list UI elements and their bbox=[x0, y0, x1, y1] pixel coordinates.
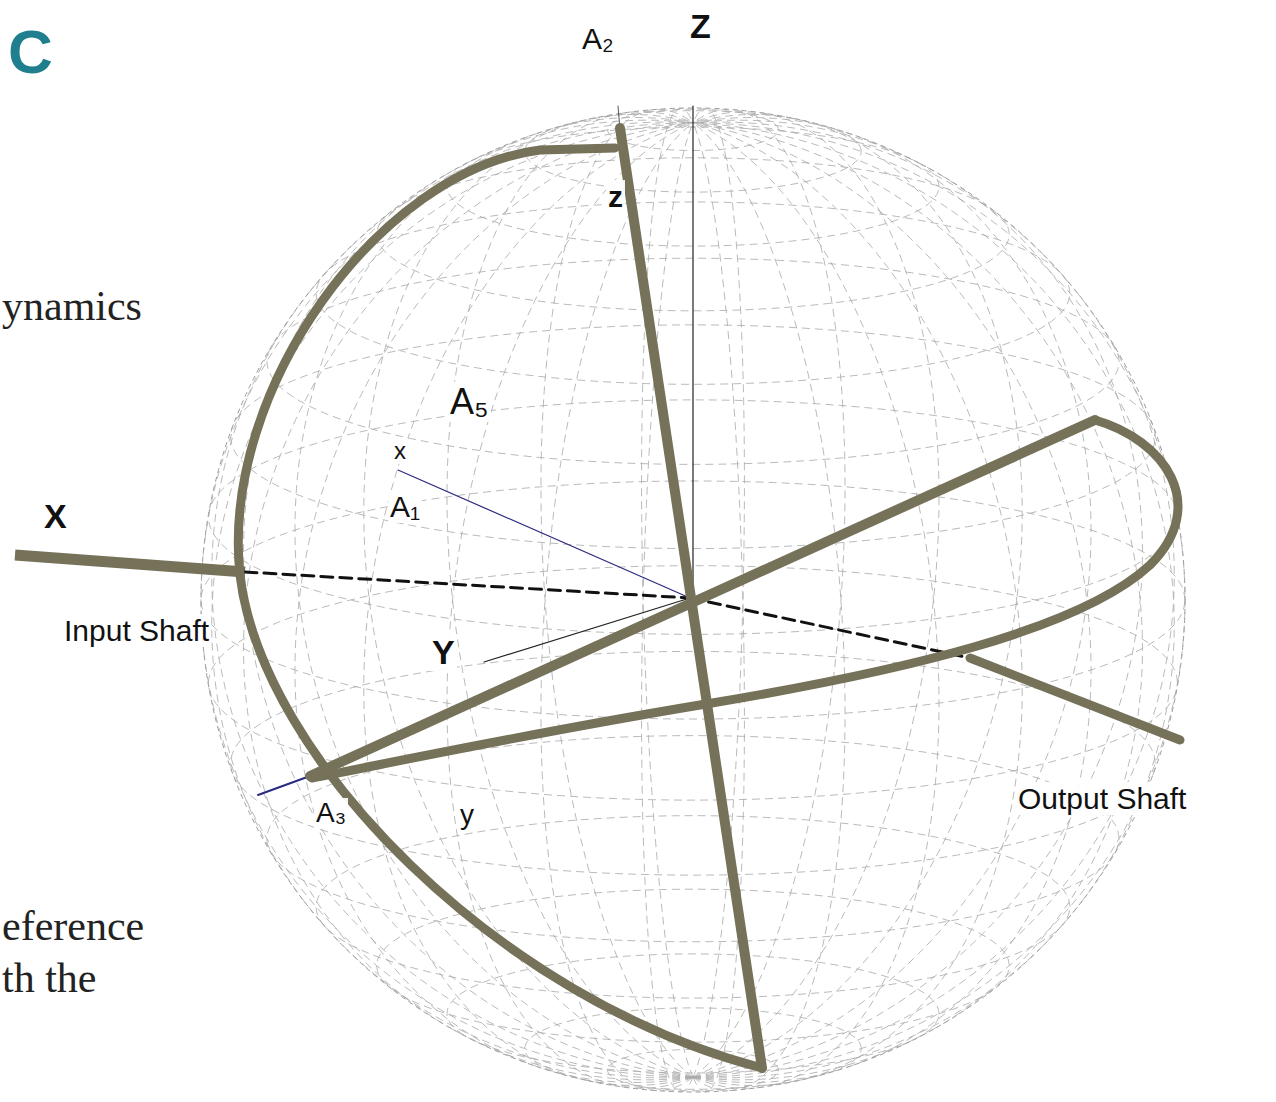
y-axis-stub bbox=[258, 776, 310, 795]
grid-line bbox=[693, 123, 1185, 1078]
output-shaft bbox=[970, 658, 1180, 740]
output-yoke bbox=[312, 420, 1178, 778]
axis-label: Z bbox=[690, 8, 711, 45]
grid-line bbox=[693, 123, 1091, 1083]
grid-line bbox=[244, 123, 693, 1080]
grid-line bbox=[693, 123, 1142, 1080]
axis-label: X bbox=[42, 498, 69, 535]
grid-line bbox=[267, 736, 1119, 942]
z-axis-line bbox=[692, 106, 693, 598]
point-label: A₅ bbox=[448, 382, 491, 422]
output-shaft-axis bbox=[690, 598, 970, 658]
slide-text: eference bbox=[2, 903, 144, 949]
point-label: A₁ bbox=[388, 490, 422, 523]
input-yoke bbox=[238, 148, 762, 1068]
point-label: A₂ bbox=[582, 22, 614, 55]
cross-arm bbox=[310, 420, 1095, 776]
grid-line bbox=[201, 123, 693, 1078]
axis-label: z bbox=[606, 180, 625, 213]
mechanism bbox=[15, 106, 1180, 1068]
axis-label: x bbox=[392, 438, 408, 464]
input-shaft-axis bbox=[245, 572, 690, 598]
axis-label: Y bbox=[430, 634, 457, 671]
input-shaft bbox=[15, 555, 245, 572]
point-label: A₃ bbox=[314, 798, 348, 829]
grid-line bbox=[316, 816, 1070, 998]
slide-text: ynamics bbox=[2, 283, 142, 329]
grid-line bbox=[693, 112, 939, 1078]
grid-line bbox=[693, 118, 1091, 1078]
grid-line bbox=[693, 120, 1142, 1077]
slide-title: C bbox=[8, 18, 53, 86]
grid-line bbox=[244, 120, 693, 1077]
part-name: Output Shaft bbox=[1016, 782, 1188, 815]
slide-text: th the bbox=[2, 955, 96, 1001]
part-name: Input Shaft bbox=[62, 614, 211, 647]
grid-line bbox=[693, 123, 845, 1091]
grid-line bbox=[377, 889, 1010, 1042]
grid-line bbox=[541, 123, 693, 1091]
x-axis-line bbox=[398, 470, 690, 598]
grid-line bbox=[447, 123, 693, 1089]
axis-label: y bbox=[458, 800, 476, 831]
